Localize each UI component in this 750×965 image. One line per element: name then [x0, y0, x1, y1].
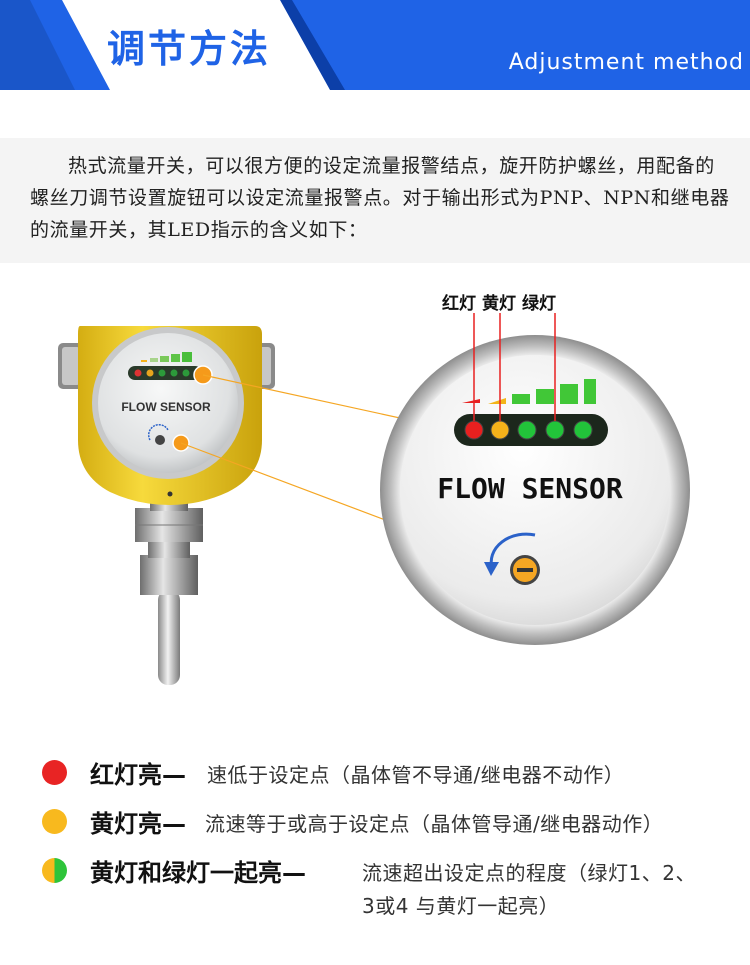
page-title: 调节方法	[107, 27, 272, 71]
device-label: FLOW SENSOR	[121, 400, 211, 414]
zoom-led-bars	[462, 379, 596, 404]
led-label-yellow: 黄灯	[482, 294, 516, 314]
legend-desc-red: 速低于设定点（晶体管不导通/继电器不动作）	[207, 763, 625, 787]
zoom-label: FLOW SENSOR	[437, 472, 623, 505]
device-adjust-arrow	[147, 424, 169, 441]
legend-title-yellow: 黄灯亮—	[90, 810, 186, 838]
device-leds	[134, 369, 190, 377]
device-led-bars	[141, 352, 192, 362]
intro-section: 热式流量开关，可以很方便的设定流量报警结点，旋开防护螺丝，用配备的螺丝刀调节设置…	[0, 138, 750, 263]
led-label-red: 红灯	[442, 294, 476, 314]
legend-row-yellow: 黄灯亮— 流速等于或高于设定点（晶体管导通/继电器动作）	[0, 802, 750, 842]
zoom-led-green-3	[573, 420, 593, 440]
device-adjust-knob	[155, 435, 165, 445]
zoom-led-green-1	[517, 420, 537, 440]
legend-row-yellow-green: 黄灯和绿灯一起亮— 流速超出设定点的程度（绿灯1、2、 3或4 与黄灯一起亮）	[0, 851, 750, 921]
zoom-led-green-2	[545, 420, 565, 440]
page-subtitle: Adjustment method	[508, 50, 744, 75]
zoom-led-yellow	[490, 420, 510, 440]
zoom-led-red	[464, 420, 484, 440]
zoom-adjust-arrow	[489, 532, 536, 569]
legend-title-red: 红灯亮—	[90, 761, 186, 789]
intro-text: 热式流量开关，可以很方便的设定流量报警结点，旋开防护螺丝，用配备的螺丝刀调节设置…	[30, 155, 730, 241]
probe-rod	[158, 590, 180, 685]
led-label-green: 绿灯	[522, 294, 556, 314]
header-banner: 调节方法 Adjustment method	[0, 0, 750, 90]
yellow-dot-icon	[42, 809, 67, 834]
legend-desc-yellow: 流速等于或高于设定点（晶体管导通/继电器动作）	[205, 812, 664, 836]
product-illustration: FLOW SENSOR FLOW SENSOR	[58, 313, 690, 685]
yellow-green-dot-icon	[42, 858, 67, 883]
legend-title-yellow-green: 黄灯和绿灯一起亮—	[90, 859, 306, 887]
fitting-mid	[148, 538, 190, 558]
led-labels: 红灯黄灯绿灯	[442, 289, 562, 314]
legend-row-red: 红灯亮— 速低于设定点（晶体管不导通/继电器不动作）	[0, 753, 750, 793]
fitting-lower	[140, 555, 198, 595]
legend-desc-yellow-green: 流速超出设定点的程度（绿灯1、2、	[362, 861, 696, 885]
red-dot-icon	[42, 760, 67, 785]
legend-desc-yellow-green-cont: 3或4 与黄灯一起亮）	[362, 894, 560, 918]
